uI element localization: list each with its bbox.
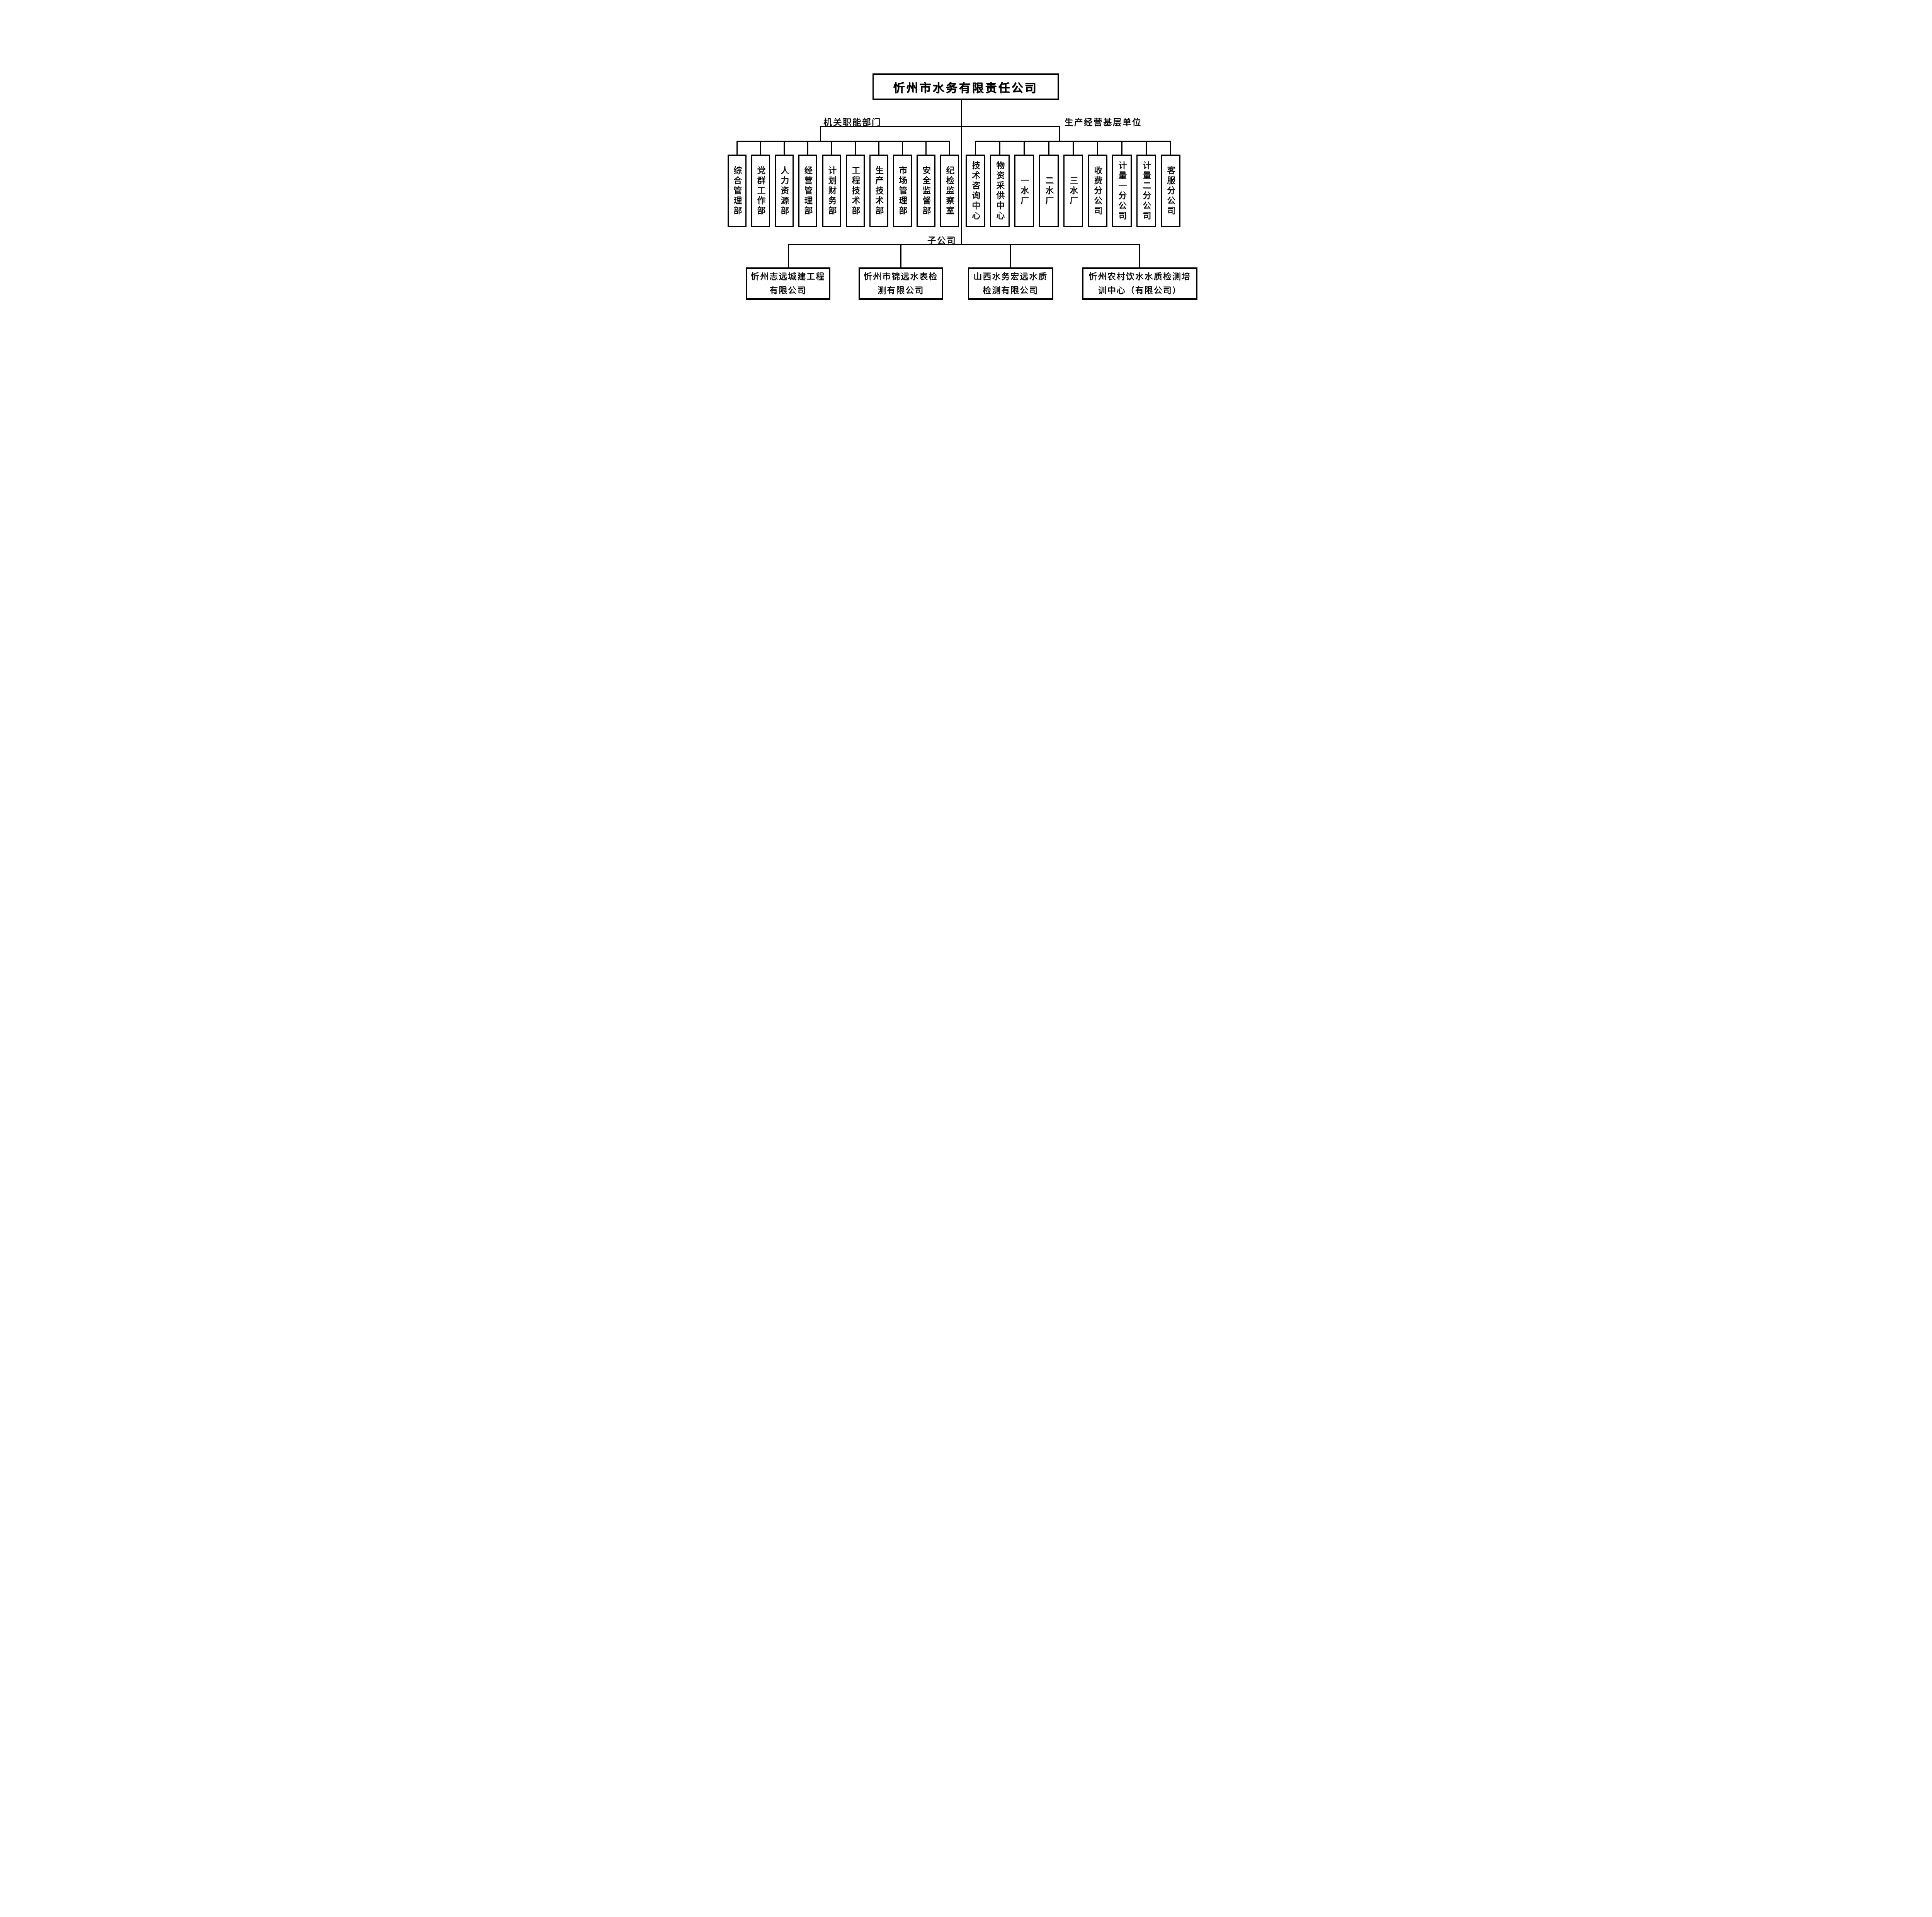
unit-box: 二水厂: [1039, 155, 1059, 227]
admin-bus-line: [736, 141, 950, 142]
subsidiary-name-line2: 训中心（有限公司）: [1098, 286, 1182, 295]
unit-box: 计量一分公司: [1112, 155, 1132, 227]
unit-drop-line: [1121, 141, 1122, 156]
unit-drop-line: [1170, 141, 1171, 156]
unit-drop-line: [1023, 141, 1025, 156]
unit-drop-line: [999, 141, 1000, 156]
org-chart: 忻州市水务有限责任公司 机关职能部门 生产经营基层单位 子公司 综合管理部 党群…: [695, 0, 1237, 383]
department-box: 安全监督部: [916, 155, 935, 227]
subsidiary-box: 忻州志远城建工程 有限公司: [745, 267, 830, 300]
subsidiary-name-line1: 忻州市锦远水表检: [863, 272, 938, 281]
department-name: 市场管理部: [898, 166, 907, 216]
department-box: 市场管理部: [893, 155, 912, 227]
unit-box: 客服分公司: [1160, 155, 1180, 227]
subsidiary-name-line2: 测有限公司: [877, 286, 924, 295]
unit-box: 三水厂: [1063, 155, 1083, 227]
unit-drop-line: [1048, 141, 1049, 156]
department-name: 安全监督部: [921, 166, 931, 216]
unit-name: 技术咨询中心: [971, 161, 980, 221]
unit-box: 一水厂: [1014, 155, 1034, 227]
department-box: 纪检监察室: [940, 155, 959, 227]
unit-box: 技术咨询中心: [965, 155, 985, 227]
unit-box: 计量二分公司: [1136, 155, 1156, 227]
department-drop-line: [854, 141, 856, 156]
department-box: 综合管理部: [727, 155, 747, 227]
department-box: 党群工作部: [751, 155, 770, 227]
department-box: 计划财务部: [822, 155, 841, 227]
department-name: 工程技术部: [850, 166, 860, 216]
department-name: 计划财务部: [827, 166, 837, 216]
company-title: 忻州市水务有限责任公司: [893, 82, 1038, 95]
admin-branch-label: 机关职能部门: [823, 117, 881, 127]
subsidiary-drop-line: [900, 244, 901, 267]
subsidiary-drop-line: [1139, 244, 1140, 267]
unit-drop-line: [1072, 141, 1074, 156]
department-drop-line: [807, 141, 808, 156]
department-name: 人力资源部: [779, 166, 789, 216]
subsidiary-name-line1: 忻州志远城建工程: [750, 272, 825, 281]
department-name: 党群工作部: [756, 166, 765, 216]
department-box: 人力资源部: [774, 155, 794, 227]
unit-name: 收费分公司: [1093, 166, 1102, 216]
subsidiary-name-line2: 检测有限公司: [982, 286, 1038, 295]
unit-name: 三水厂: [1068, 176, 1078, 206]
company-root-box: 忻州市水务有限责任公司: [872, 73, 1059, 100]
subsidiary-drop-line: [787, 244, 789, 267]
department-drop-line: [783, 141, 785, 156]
unit-box: 物资采供中心: [990, 155, 1010, 227]
department-name: 经营管理部: [803, 166, 813, 216]
subsidiary-bus-line: [787, 244, 1140, 245]
department-drop-line: [925, 141, 927, 156]
department-drop-line: [901, 141, 903, 156]
department-box: 经营管理部: [798, 155, 817, 227]
subsidiary-branch-label: 子公司: [927, 236, 956, 245]
subsidiary-name-line2: 有限公司: [769, 286, 806, 295]
department-drop-line: [760, 141, 761, 156]
unit-name: 客服分公司: [1166, 166, 1175, 216]
trunk-line: [961, 100, 962, 245]
department-box: 生产技术部: [869, 155, 888, 227]
unit-drop-line: [975, 141, 976, 156]
subsidiary-box: 忻州农村饮水水质检测培 训中心（有限公司）: [1082, 267, 1197, 300]
department-drop-line: [831, 141, 832, 156]
subsidiary-box: 山西水务宏远水质 检测有限公司: [968, 267, 1053, 300]
department-name: 生产技术部: [874, 166, 884, 216]
subsidiary-name-line1: 山西水务宏远水质: [973, 272, 1048, 281]
unit-box: 收费分公司: [1087, 155, 1107, 227]
production-branch-label: 生产经营基层单位: [1064, 117, 1142, 127]
admin-branch-drop: [820, 126, 821, 142]
department-box: 工程技术部: [845, 155, 865, 227]
subsidiary-name-line1: 忻州农村饮水水质检测培: [1088, 272, 1191, 281]
unit-name: 一水厂: [1019, 176, 1029, 206]
unit-drop-line: [1145, 141, 1147, 156]
unit-name: 计量一分公司: [1117, 161, 1127, 221]
branch-line: [820, 126, 1060, 127]
production-branch-drop: [1058, 126, 1060, 142]
department-drop-line: [949, 141, 950, 156]
unit-name: 计量二分公司: [1141, 161, 1151, 221]
unit-drop-line: [1097, 141, 1098, 156]
subsidiary-drop-line: [1010, 244, 1011, 267]
department-drop-line: [878, 141, 879, 156]
department-drop-line: [736, 141, 738, 156]
department-name: 综合管理部: [732, 166, 742, 216]
department-name: 纪检监察室: [945, 166, 954, 216]
unit-name: 物资采供中心: [995, 161, 1005, 221]
unit-name: 二水厂: [1044, 176, 1054, 206]
subsidiary-box: 忻州市锦远水表检 测有限公司: [858, 267, 943, 300]
